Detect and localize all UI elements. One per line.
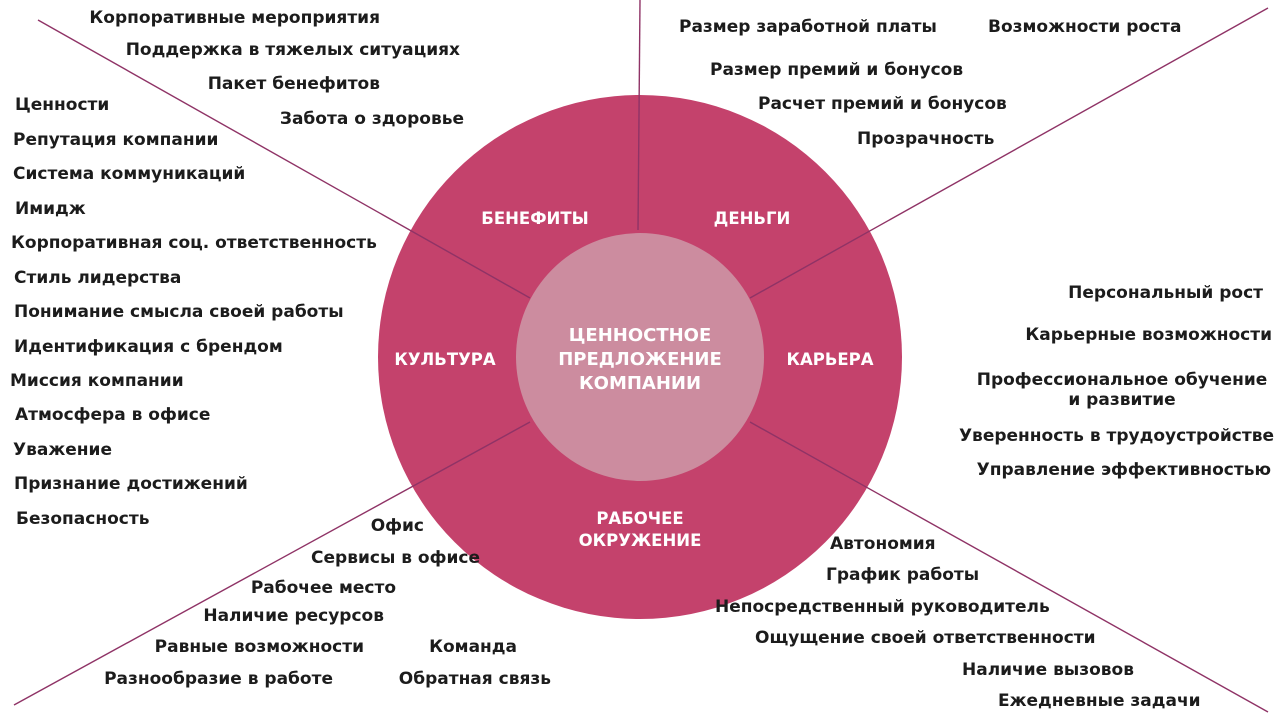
culture-item: Имидж: [15, 199, 86, 219]
culture-item: Репутация компании: [13, 130, 219, 150]
work-env-item: Обратная связь: [398, 669, 551, 689]
benefits-item: Забота о здоровье: [279, 109, 464, 129]
center-title-line2: ПРЕДЛОЖЕНИЕ: [558, 349, 722, 370]
culture-item: Понимание смысла своей работы: [14, 302, 344, 322]
segment-benefits: БЕНЕФИТЫ: [481, 209, 589, 228]
center-title-line3: КОМПАНИИ: [578, 373, 702, 394]
work-env-item: Сервисы в офисе: [311, 548, 480, 568]
culture-item: Миссия компании: [10, 371, 184, 391]
money-item: Расчет премий и бонусов: [758, 94, 1007, 114]
segment-culture: КУЛЬТУРА: [394, 350, 496, 369]
work-env-item: Ощущение своей ответственности: [755, 628, 1096, 648]
work-env-item: Равные возможности: [154, 637, 364, 657]
work-env-item: Непосредственный руководитель: [715, 597, 1050, 617]
work-env-item: Ежедневные задачи: [998, 691, 1201, 711]
center-title-line1: ЦЕННОСТНОЕ: [568, 325, 712, 346]
culture-item: Система коммуникаций: [13, 164, 246, 184]
career-item: Профессиональное обучение и развитие: [974, 370, 1270, 410]
ray-lower-right: [749, 421, 1269, 713]
career-item: Персональный рост: [1068, 283, 1263, 303]
career-item-line1: Профессиональное обучение: [976, 370, 1268, 390]
segment-work-environment-line2: ОКРУЖЕНИЕ: [578, 531, 702, 550]
benefits-item: Корпоративные мероприятия: [89, 8, 380, 28]
ray-upper-right: [749, 7, 1269, 299]
work-env-item: Автономия: [830, 534, 936, 554]
career-item: Управление эффективностью: [976, 460, 1271, 480]
culture-item: Признание достижений: [14, 474, 248, 494]
culture-item: Ценности: [15, 95, 110, 115]
inner-circle: [516, 233, 764, 481]
money-item: Размер заработной платы: [679, 17, 937, 37]
segment-money: ДЕНЬГИ: [713, 209, 791, 228]
benefits-item: Поддержка в тяжелых ситуациях: [125, 40, 460, 60]
ray-upper-left: [37, 19, 531, 299]
ray-top: [637, 0, 641, 231]
benefits-item: Пакет бенефитов: [207, 74, 380, 94]
work-env-item: Рабочее место: [250, 578, 396, 598]
career-item: Карьерные возможности: [1025, 325, 1272, 345]
culture-item: Атмосфера в офисе: [15, 405, 211, 425]
segment-work-environment-line1: РАБОЧЕЕ: [596, 509, 684, 528]
money-item: Размер премий и бонусов: [710, 60, 964, 80]
career-item-line2: и развитие: [1068, 390, 1176, 410]
segment-career: КАРЬЕРА: [786, 350, 874, 369]
work-env-item: График работы: [826, 565, 980, 585]
culture-item: Стиль лидерства: [14, 268, 182, 288]
work-env-item: Офис: [370, 516, 424, 536]
segment-work-environment: РАБОЧЕЕ ОКРУЖЕНИЕ: [560, 508, 720, 552]
ray-lower-left: [13, 421, 531, 706]
career-item: Уверенность в трудоустройстве: [958, 426, 1274, 446]
work-env-item: Команда: [429, 637, 517, 657]
money-item: Прозрачность: [857, 129, 995, 149]
money-item: Возможности роста: [988, 17, 1182, 37]
culture-item: Корпоративная соц. ответственность: [11, 233, 377, 253]
culture-item: Безопасность: [16, 509, 150, 529]
culture-item: Идентификация с брендом: [14, 337, 283, 357]
work-env-item: Разнообразие в работе: [104, 669, 333, 689]
culture-item: Уважение: [13, 440, 112, 460]
work-env-item: Наличие ресурсов: [203, 606, 384, 626]
work-env-item: Наличие вызовов: [962, 660, 1134, 680]
center-title: ЦЕННОСТНОЕ ПРЕДЛОЖЕНИЕ КОМПАНИИ: [540, 324, 740, 396]
